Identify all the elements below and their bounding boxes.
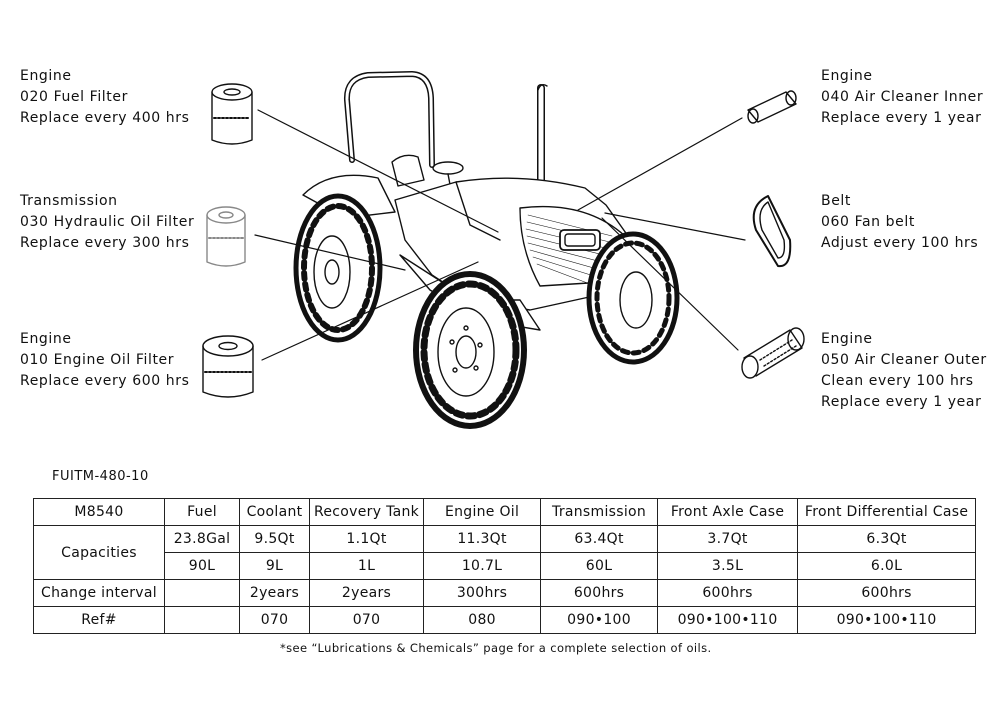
table-cell bbox=[164, 606, 240, 634]
table-cell: 23.8Gal bbox=[164, 525, 240, 553]
air-cleaner-outer-icon bbox=[741, 327, 805, 379]
front-left-tyre bbox=[413, 271, 527, 429]
table-cell: 090•100•110 bbox=[797, 606, 977, 634]
header-cell: Coolant bbox=[239, 498, 310, 526]
table-cell: 10.7L bbox=[423, 552, 542, 580]
row-label: Capacities bbox=[33, 525, 165, 580]
engine-oil-filter-icon bbox=[202, 335, 254, 398]
leader-fan-belt bbox=[604, 212, 746, 241]
table-cell: 2years bbox=[239, 579, 310, 607]
leader-lines bbox=[254, 109, 746, 361]
row-label: Ref# bbox=[33, 606, 165, 634]
leader-air-cleaner-outer bbox=[601, 217, 739, 351]
header-cell: Recovery Tank bbox=[308, 498, 425, 526]
leader-air-cleaner-inner bbox=[577, 117, 743, 211]
tractor-illustration bbox=[293, 71, 680, 429]
table-cell: 600hrs bbox=[797, 579, 977, 607]
header-cell: Transmission bbox=[540, 498, 659, 526]
hydraulic-filter-icon bbox=[206, 206, 246, 267]
table-cell: 090•100 bbox=[540, 606, 659, 634]
header-cell: Fuel bbox=[164, 498, 240, 526]
header-cell: Front Differential Case bbox=[797, 498, 977, 526]
leader-fuel-filter bbox=[257, 109, 499, 233]
table-cell: 600hrs bbox=[540, 579, 659, 607]
fan-belt-icon bbox=[752, 195, 792, 268]
footnote: *see “Lubrications & Chemicals” page for… bbox=[280, 641, 712, 655]
table-cell: 300hrs bbox=[423, 579, 542, 607]
table-cell: 600hrs bbox=[657, 579, 799, 607]
air-cleaner-inner-icon bbox=[747, 90, 797, 124]
document-id: FUITM-480-10 bbox=[52, 469, 149, 484]
leader-hydraulic-filter bbox=[254, 234, 406, 271]
rear-left-tyre bbox=[293, 193, 383, 343]
row-label: Change interval bbox=[33, 579, 165, 607]
table-cell: 070 bbox=[239, 606, 310, 634]
model-cell: M8540 bbox=[33, 498, 165, 526]
table-cell: 6.0L bbox=[797, 552, 977, 580]
table-cell: 1L bbox=[308, 552, 425, 580]
table-cell: 60L bbox=[540, 552, 659, 580]
table-cell: 63.4Qt bbox=[540, 525, 659, 553]
table-row-capacities-metric: 90L 9L 1L 10.7L 60L 3.5L 6.0L bbox=[34, 552, 977, 580]
table-cell: 9.5Qt bbox=[239, 525, 310, 553]
table-cell: 3.7Qt bbox=[657, 525, 799, 553]
header-cell: Engine Oil bbox=[423, 498, 542, 526]
table-cell: 090•100•110 bbox=[657, 606, 799, 634]
capacities-table: M8540 Fuel Coolant Recovery Tank Engine … bbox=[33, 498, 977, 634]
table-cell: 070 bbox=[308, 606, 425, 634]
table-cell: 1.1Qt bbox=[308, 525, 425, 553]
front-right-tyre bbox=[586, 231, 680, 365]
table-cell bbox=[164, 579, 240, 607]
header-cell: Front Axle Case bbox=[657, 498, 799, 526]
table-row-capacities-us: Capacities 23.8Gal 9.5Qt 1.1Qt 11.3Qt 63… bbox=[33, 525, 977, 580]
tractor-diagram bbox=[202, 71, 805, 429]
table-cell: 3.5L bbox=[657, 552, 799, 580]
table-cell: 90L bbox=[164, 552, 240, 580]
table-cell: 6.3Qt bbox=[797, 525, 977, 553]
table-row-ref: Ref# 070 070 080 090•100 090•100•110 090… bbox=[33, 606, 977, 634]
table-cell: 2years bbox=[308, 579, 425, 607]
leader-engine-oil-filter bbox=[261, 261, 479, 361]
table-header-row: M8540 Fuel Coolant Recovery Tank Engine … bbox=[33, 498, 977, 526]
table-cell: 11.3Qt bbox=[423, 525, 542, 553]
table-cell: 9L bbox=[239, 552, 310, 580]
table-cell: 080 bbox=[423, 606, 542, 634]
fuel-filter-icon bbox=[211, 83, 253, 145]
table-row-change-interval: Change interval 2years 2years 300hrs 600… bbox=[33, 579, 977, 607]
